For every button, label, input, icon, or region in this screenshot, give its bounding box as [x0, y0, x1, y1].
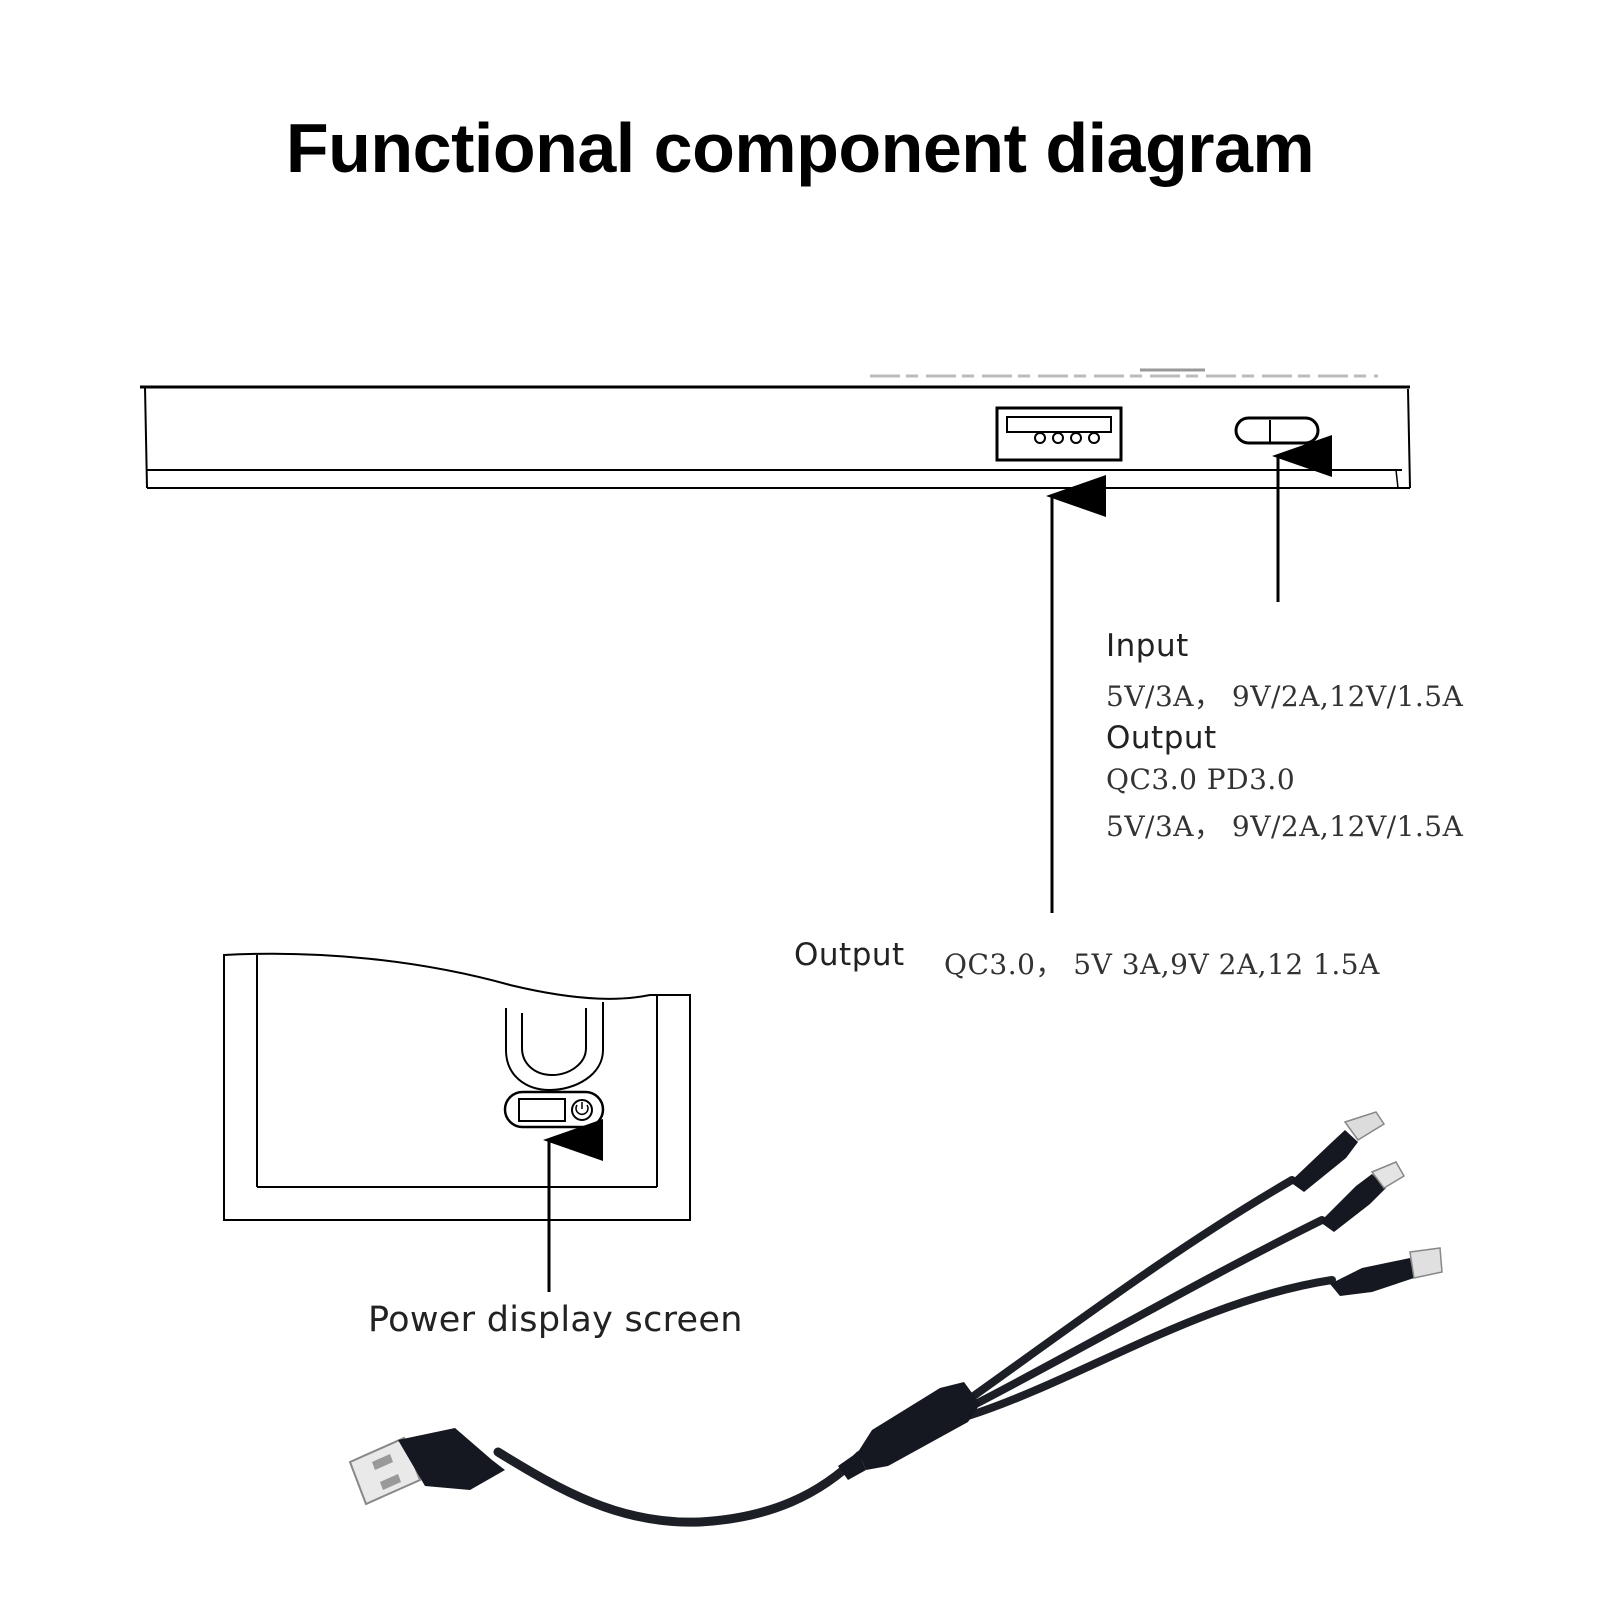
page-title: Functional component diagram — [285, 109, 1315, 187]
3-in-1-charging-cable — [348, 1111, 1443, 1527]
display-caption: Power display screen — [368, 1300, 743, 1340]
usb-c-output-heading: Output — [1106, 720, 1217, 756]
power-bank-front-view — [223, 952, 691, 1221]
usb-c-input-values: 5V/3A， 9V/2A,12V/1.5A — [1106, 680, 1464, 713]
usb-a-output-heading: Output — [794, 937, 905, 973]
power-display-screen — [503, 1090, 605, 1129]
lightning-connector — [1320, 1161, 1406, 1232]
micro-usb-connector — [1290, 1111, 1386, 1192]
usb-c-output-values: 5V/3A， 9V/2A,12V/1.5A — [1106, 810, 1464, 843]
usb-c-input-heading: Input — [1106, 628, 1189, 664]
usb-c-output-protocols: QC3.0 PD3.0 — [1106, 763, 1296, 796]
usb-a-output-values: QC3.0， 5V 3A,9V 2A,12 1.5A — [944, 948, 1380, 981]
usb-c-port-icon — [1234, 416, 1320, 445]
usb-a-plug — [348, 1428, 505, 1506]
usb-a-port-icon — [995, 406, 1123, 462]
power-bank-side-view — [140, 368, 1411, 489]
usb-c-connector — [1330, 1247, 1443, 1296]
power-icon — [571, 1099, 593, 1121]
